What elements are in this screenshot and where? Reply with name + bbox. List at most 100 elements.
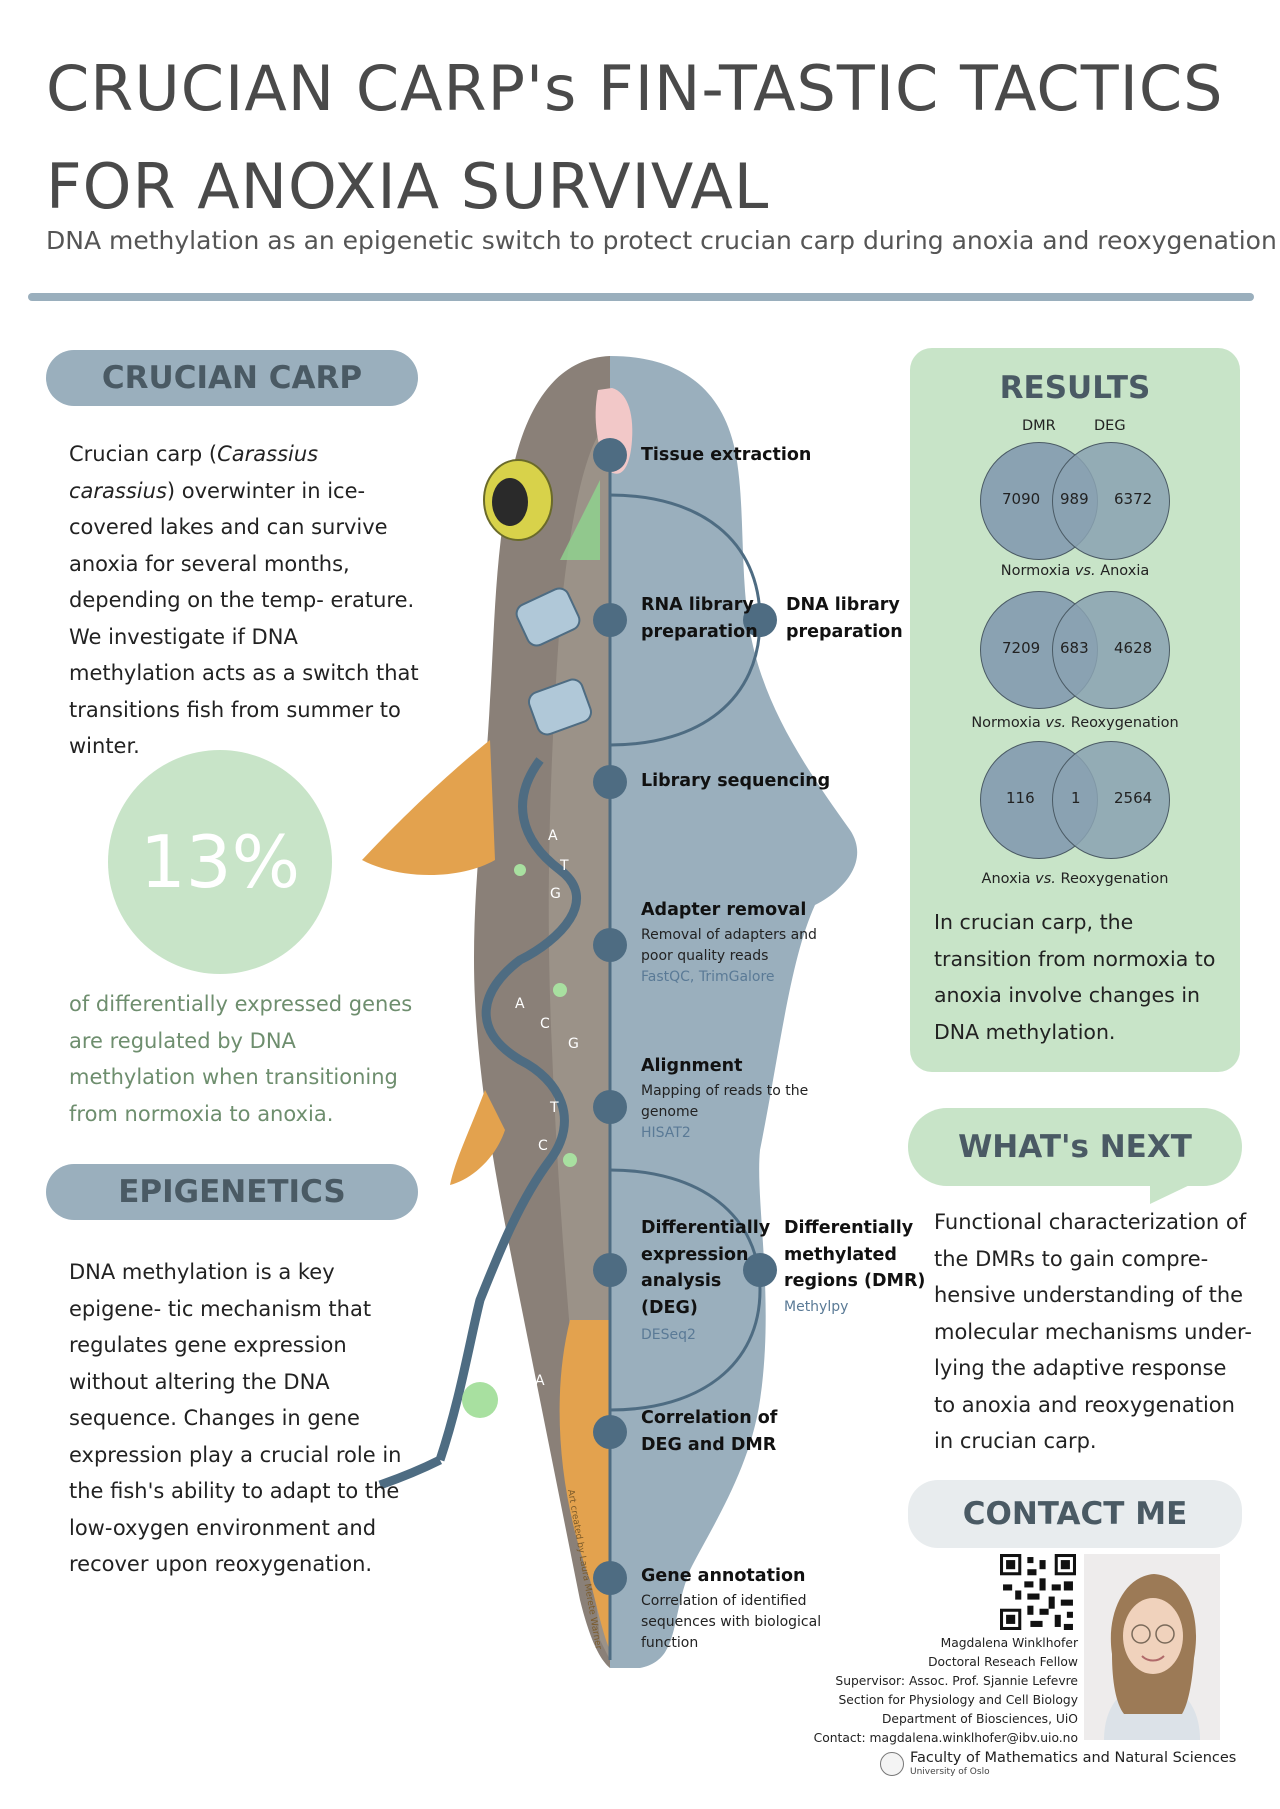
venn-circle-deg: [1052, 741, 1170, 859]
whats-next-text: Functional characterization of the DMRs …: [934, 1210, 1252, 1453]
whats-next-heading: WHAT's NEXT: [908, 1108, 1242, 1186]
venn-left-count: 116: [1006, 789, 1035, 807]
green-light: [560, 480, 600, 560]
step-annot-desc-1: Correlation of identified: [641, 1593, 807, 1609]
university-seal-icon: [880, 1752, 904, 1776]
contact-section: Section for Physiology and Cell Biology: [838, 1693, 1078, 1707]
venn-caption-b: Reoxygenation: [1060, 871, 1169, 887]
step-dmr-line-1: Differentially: [784, 1218, 914, 1238]
node-adapter: [593, 928, 627, 962]
step-dmr-tool: Methylpy: [784, 1299, 849, 1315]
dna-letter: G: [568, 1036, 579, 1052]
step-deg-line-1: Differentially: [641, 1218, 771, 1238]
step-deg-line-4: (DEG): [641, 1297, 698, 1318]
title-line-1: CRUCIAN CARP's FIN-TASTIC TACTICS: [46, 52, 1224, 125]
venn-left-count: 7090: [1002, 490, 1041, 508]
dna-leaf: [462, 1382, 498, 1418]
dna-letter: T: [549, 1100, 559, 1116]
venn-normoxia-anoxia: 7090 989 6372: [980, 442, 1170, 562]
step-annot-desc: Correlation of identified sequences with…: [641, 1591, 821, 1654]
step-dna-library: DNA library preparation: [786, 592, 903, 645]
step-dmr-line-3: regions (DMR): [784, 1271, 926, 1291]
node-align: [593, 1090, 627, 1124]
node-annot: [593, 1561, 627, 1595]
dna-bead-3: [563, 1153, 577, 1167]
venn-circle-deg: [1052, 442, 1170, 560]
step-gene-annotation: Gene annotation: [641, 1566, 806, 1586]
contact-heading: CONTACT ME: [908, 1480, 1242, 1548]
venn-left-count: 7209: [1002, 639, 1041, 657]
dna-bead-1: [514, 864, 526, 876]
step-alignment: Alignment: [641, 1056, 743, 1076]
step-annot-desc-2: sequences with biological: [641, 1614, 822, 1630]
venn-right-count: 6372: [1114, 490, 1153, 508]
step-deg-tool: DESeq2: [641, 1327, 696, 1343]
dna-letter: C: [538, 1138, 548, 1154]
venn-caption-vs: vs.: [1074, 563, 1096, 579]
results-text: In crucian carp, the transition from nor…: [934, 910, 1216, 1044]
step-dna-line-2: preparation: [786, 621, 903, 642]
tube-icon-2: [527, 678, 593, 736]
venn-overlap-count: 683: [1060, 639, 1089, 657]
venn-caption-b: Anoxia: [1100, 563, 1150, 579]
results-heading: RESULTS: [999, 370, 1151, 406]
contact-email[interactable]: Contact: magdalena.winklhofer@ibv.uio.no: [813, 1731, 1078, 1745]
results-panel: RESULTS DMR DEG 7090 989 6372 Normoxia v…: [910, 348, 1240, 1072]
dna-letter: G: [550, 886, 561, 902]
step-deg-line-3: analysis: [641, 1271, 722, 1291]
venn-overlap-count: 1: [1071, 789, 1081, 807]
step-rna-line-2: preparation: [641, 621, 758, 642]
dna-bead-2: [553, 983, 567, 997]
step-corr-line-1: Correlation of: [641, 1408, 778, 1428]
step-adapter-desc-1: Removal of adapters and: [641, 927, 817, 943]
qr-code-icon[interactable]: [1000, 1554, 1076, 1630]
step-tissue-extraction: Tissue extraction: [641, 445, 812, 465]
venn-anoxia-reoxygenation: 116 1 2564: [980, 741, 1170, 861]
venn-caption-vs: vs.: [1045, 715, 1067, 731]
venn-right-count: 4628: [1114, 639, 1153, 657]
stat-caption: of differentially expressed genes are re…: [69, 992, 413, 1126]
node-tissue: [593, 438, 627, 472]
venn-circle-deg: [1052, 591, 1170, 709]
step-correlation: Correlation of DEG and DMR: [641, 1405, 777, 1458]
contact-department: Department of Biosciences, UiO: [881, 1712, 1078, 1726]
profile-photo-illustration: [1084, 1554, 1220, 1740]
epigenetics-heading: EPIGENETICS: [46, 1164, 418, 1220]
venn-right-count: 2564: [1114, 789, 1153, 807]
species-name: Carassius carassius: [69, 442, 319, 503]
step-align-tool: HISAT2: [641, 1125, 691, 1141]
venn-label-deg: DEG: [1094, 418, 1126, 434]
node-dmr: [743, 1253, 777, 1287]
crucian-text-start: Crucian carp (: [69, 442, 218, 466]
profile-photo: [1084, 1554, 1220, 1740]
step-adapter-desc-2: poor quality reads: [641, 948, 769, 964]
step-dmr: Differentially methylated regions (DMR): [784, 1215, 925, 1295]
epigenetics-text: DNA methylation is a key epigene- tic me…: [69, 1260, 402, 1576]
node-corr: [593, 1415, 627, 1449]
step-align-desc: Mapping of reads to the genome: [641, 1081, 808, 1123]
dna-letter: A: [535, 1373, 545, 1389]
dna-letter: T: [491, 1450, 501, 1466]
contact-details: Magdalena Winklhofer Doctoral Reseach Fe…: [760, 1634, 1078, 1748]
university-name: University of Oslo: [910, 1767, 990, 1777]
venn-caption-a: Normoxia: [1000, 563, 1071, 579]
venn-caption-a: Anoxia: [981, 871, 1031, 887]
venn-caption-1: Normoxia vs. Anoxia: [910, 563, 1240, 579]
dna-letter: A: [496, 1418, 506, 1434]
step-align-desc-2: genome: [641, 1104, 699, 1120]
node-seq: [593, 765, 627, 799]
venn-normoxia-reoxygenation: 7209 683 4628: [980, 591, 1170, 711]
node-dna: [743, 603, 777, 637]
faculty-name: Faculty of Mathematics and Natural Scien…: [910, 1750, 1237, 1766]
dna-loop-bottom: [609, 1168, 762, 1412]
venn-caption-a: Normoxia: [971, 715, 1041, 731]
venn-caption-vs: vs.: [1035, 871, 1056, 887]
faculty-footer: Faculty of Mathematics and Natural Scien…: [880, 1750, 1240, 1780]
crucian-carp-heading: CRUCIAN CARP: [46, 350, 418, 406]
step-library-sequencing: Library sequencing: [641, 771, 831, 791]
contact-supervisor: Supervisor: Assoc. Prof. Sjannie Lefevre: [835, 1674, 1078, 1688]
stat-bubble: 13%: [108, 750, 332, 974]
venn-label-dmr: DMR: [1022, 418, 1056, 434]
poster-subtitle: DNA methylation as an epigenetic switch …: [46, 226, 1277, 255]
